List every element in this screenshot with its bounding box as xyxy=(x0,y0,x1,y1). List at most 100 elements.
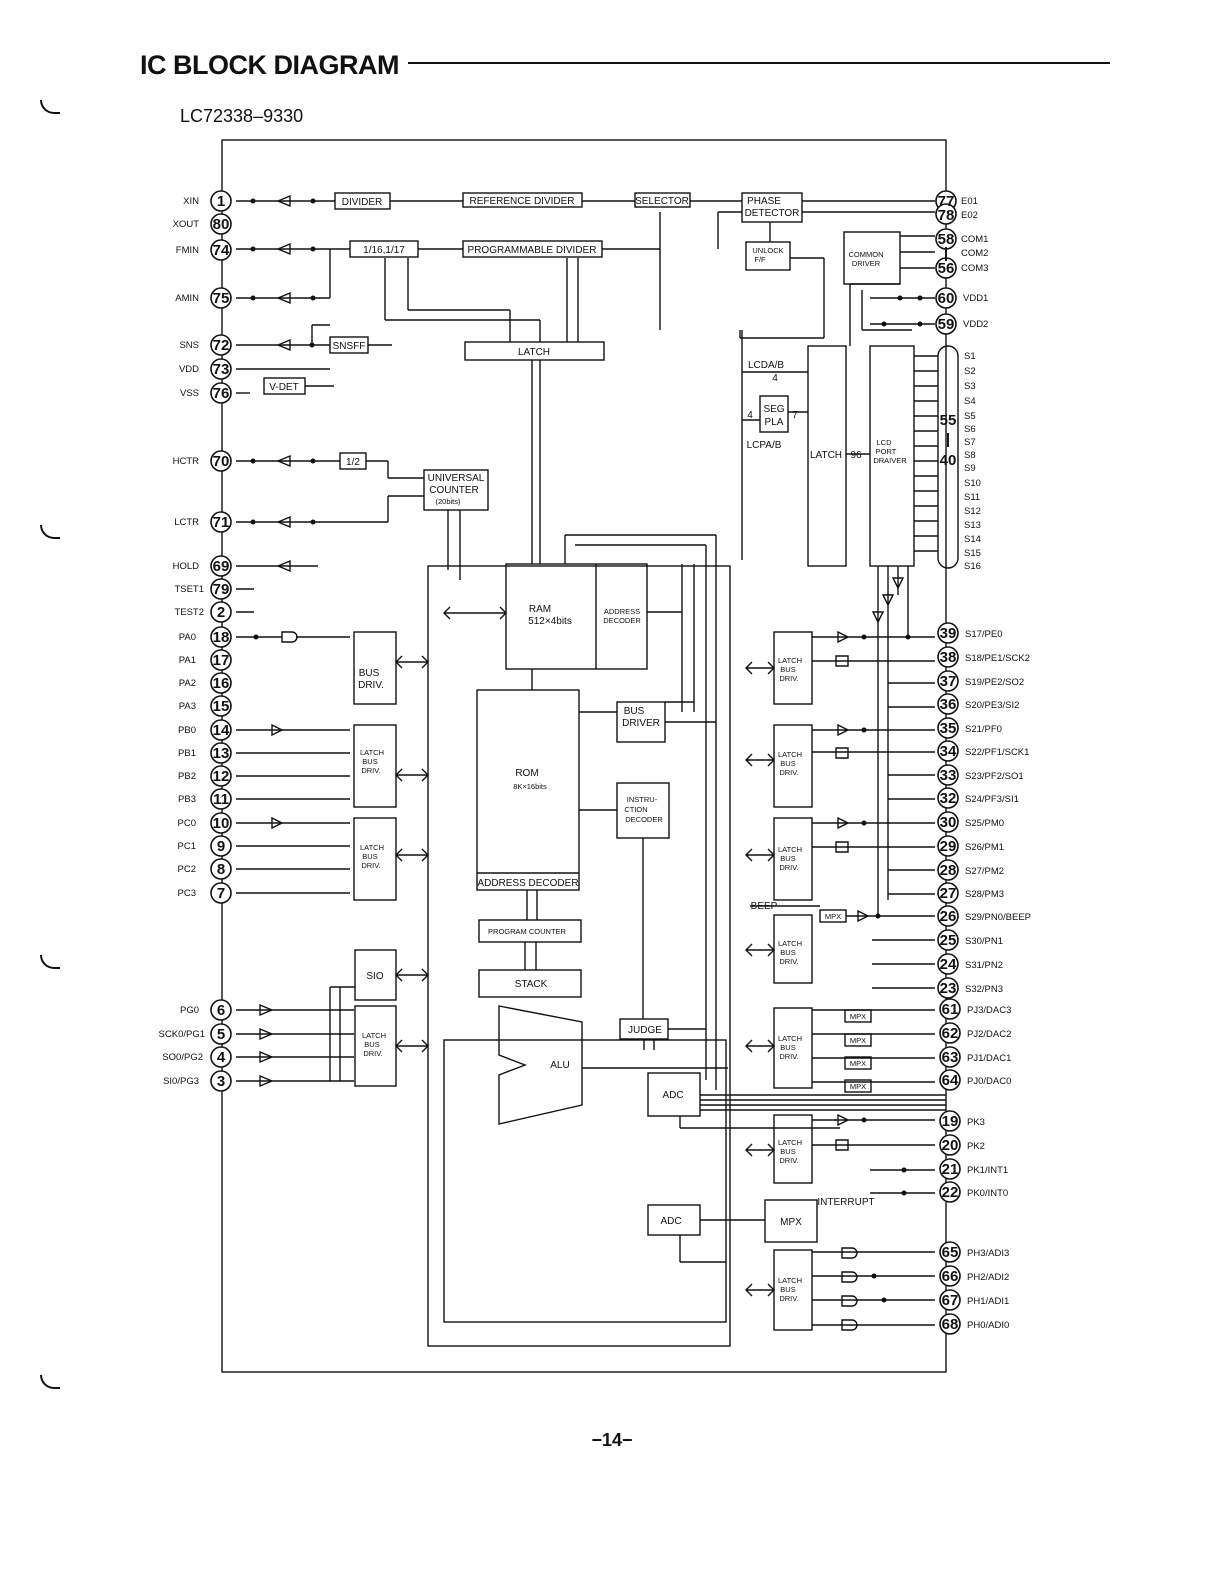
common-driver-block: DRIVER xyxy=(852,259,881,268)
pin-number: 59 xyxy=(938,316,955,333)
stack-block: STACK xyxy=(515,979,548,990)
seg-pla-block: PLA xyxy=(765,417,784,428)
pin-label: XIN xyxy=(183,196,199,207)
latch-bus-driver-block: LATCH xyxy=(778,656,802,665)
bus-driver-block: DRIV. xyxy=(358,680,384,691)
beep-label: BEEP xyxy=(751,901,778,912)
pin-label: PA0 xyxy=(179,632,196,643)
segment-pin-names: S1 S2 S3 S4 S5 S6 S7 S8 S9 S10 S11 S12 S… xyxy=(964,351,981,572)
margin-mark xyxy=(40,955,60,969)
latch-bus-driver-block: LATCH xyxy=(778,939,802,948)
phase-detector-block: PHASE xyxy=(747,196,781,207)
pin-label: S30/PN1 xyxy=(965,936,1003,947)
latch-bus-driver-block: BUS xyxy=(362,757,377,766)
pin-label: S2 xyxy=(964,366,976,377)
left-pin-names: XIN XOUT FMIN AMIN SNS VDD VSS HCTR LCTR… xyxy=(159,196,205,1087)
mpx-block: MPX xyxy=(850,1059,866,1068)
ic-part-number: LC72338–9330 xyxy=(180,106,304,126)
ic-boundary xyxy=(221,139,947,1373)
pin-number: | xyxy=(944,245,948,262)
latch-bus-driver-block: LATCH xyxy=(778,1138,802,1147)
pin-number: 7 xyxy=(217,885,225,902)
pin-number: 32 xyxy=(940,790,957,807)
instruction-decoder-block: INSTRU- xyxy=(627,795,658,804)
left-pin-numbers: 1 80 74 75 72 73 76 70 71 69 79 2 18 17 … xyxy=(213,193,230,1090)
pin-label: S25/PM0 xyxy=(965,818,1004,829)
pin-number: 36 xyxy=(940,696,957,713)
pin-number: 73 xyxy=(213,361,230,378)
latch-bus-driver-block: BUS xyxy=(780,665,795,674)
pin-label: VDD2 xyxy=(963,319,988,330)
pin-number: 79 xyxy=(213,581,230,598)
pin-label: S31/PN2 xyxy=(965,960,1003,971)
pin-number: 76 xyxy=(213,385,230,402)
mpx-block: MPX xyxy=(780,1217,802,1228)
pin-label: PC3 xyxy=(178,888,196,899)
pin-label: S28/PM3 xyxy=(965,889,1004,900)
pin-number: 5 xyxy=(217,1026,225,1043)
pin-number: 19 xyxy=(942,1113,959,1130)
pin-label: SNS xyxy=(179,340,199,351)
latch-bus-driver-block: BUS xyxy=(780,948,795,957)
pin-label: S1 xyxy=(964,351,976,362)
latch-lcd-block: LATCH xyxy=(810,450,842,461)
pin-label: E01 xyxy=(961,196,978,207)
pin-label: S3 xyxy=(964,381,976,392)
segment-range-mid: | xyxy=(946,431,950,448)
interrupt-label: INTERRUPT xyxy=(817,1197,874,1208)
half-divider-block: 1/2 xyxy=(346,457,360,468)
pin-label: PK3 xyxy=(967,1117,985,1128)
left-pin-circles xyxy=(210,190,232,1092)
pin-number: 29 xyxy=(940,838,957,855)
latch-bus-driver-block: DRIV. xyxy=(779,957,798,966)
pin-number: 34 xyxy=(940,743,957,760)
latch-bus-driver-block: BUS xyxy=(780,854,795,863)
latch-bus-driver-block: BUS xyxy=(780,1147,795,1156)
segment-range-bottom: 40 xyxy=(940,452,957,469)
ram-block: 512×4bits xyxy=(528,616,572,627)
pin-label: S10 xyxy=(964,478,981,489)
page-title: IC BLOCK DIAGRAM xyxy=(140,50,399,80)
pin-number: 4 xyxy=(217,1049,226,1066)
pin-label: PA2 xyxy=(179,678,196,689)
block-labels: DIVIDER REFERENCE DIVIDER SELECTOR PHASE… xyxy=(269,196,907,1228)
vdet-block: V-DET xyxy=(269,382,298,393)
pin-number: 16 xyxy=(213,675,230,692)
latch-bus-driver-labels: LATCH BUS DRIV. LATCH BUS DRIV. LATCH BU… xyxy=(360,656,802,1303)
pin-number: 80 xyxy=(213,216,230,233)
pin-label: S24/PF3/SI1 xyxy=(965,794,1019,805)
pin-label: S5 xyxy=(964,411,976,422)
latch-bus-driver-block: LATCH xyxy=(360,843,384,852)
sio-block: SIO xyxy=(366,971,383,982)
pin-number: 26 xyxy=(940,908,957,925)
pin-label: PG0 xyxy=(180,1005,199,1016)
pin-number: 24 xyxy=(940,956,957,973)
segment-range-top: 55 xyxy=(940,412,957,429)
pin-number: 3 xyxy=(217,1073,225,1090)
adc-block: ADC xyxy=(660,1216,681,1227)
judge-block: JUDGE xyxy=(628,1025,662,1036)
pin-label: PK2 xyxy=(967,1141,985,1152)
latch-bus-driver-block: BUS xyxy=(364,1040,379,1049)
pin-number: 14 xyxy=(213,722,230,739)
latch-bus-driver-block: DRIV. xyxy=(779,1156,798,1165)
page-number: −14− xyxy=(591,1430,633,1450)
adc-block: ADC xyxy=(662,1090,683,1101)
pin-number: 27 xyxy=(940,885,957,902)
latch-bus-driver-block: LATCH xyxy=(778,1276,802,1285)
rom-address-decoder: ADDRESS DECODER xyxy=(477,878,578,889)
pin-number: 18 xyxy=(213,629,230,646)
latch-bus-driver-block: BUS xyxy=(362,852,377,861)
programmable-divider-block: PROGRAMMABLE DIVIDER xyxy=(468,245,597,256)
pin-label: VDD xyxy=(179,364,199,375)
latch-bus-driver-block: DRIV. xyxy=(361,766,380,775)
latch-bus-driver-block: DRIV. xyxy=(779,863,798,872)
pin-label: PB1 xyxy=(178,748,196,759)
margin-mark xyxy=(40,525,60,539)
pin-label: VDD1 xyxy=(963,293,988,304)
pin-label: S12 xyxy=(964,506,981,517)
rom-block: 8K×16bits xyxy=(513,782,547,791)
pin-label: COM1 xyxy=(961,234,988,245)
bus-driver-block: BUS xyxy=(624,706,645,717)
